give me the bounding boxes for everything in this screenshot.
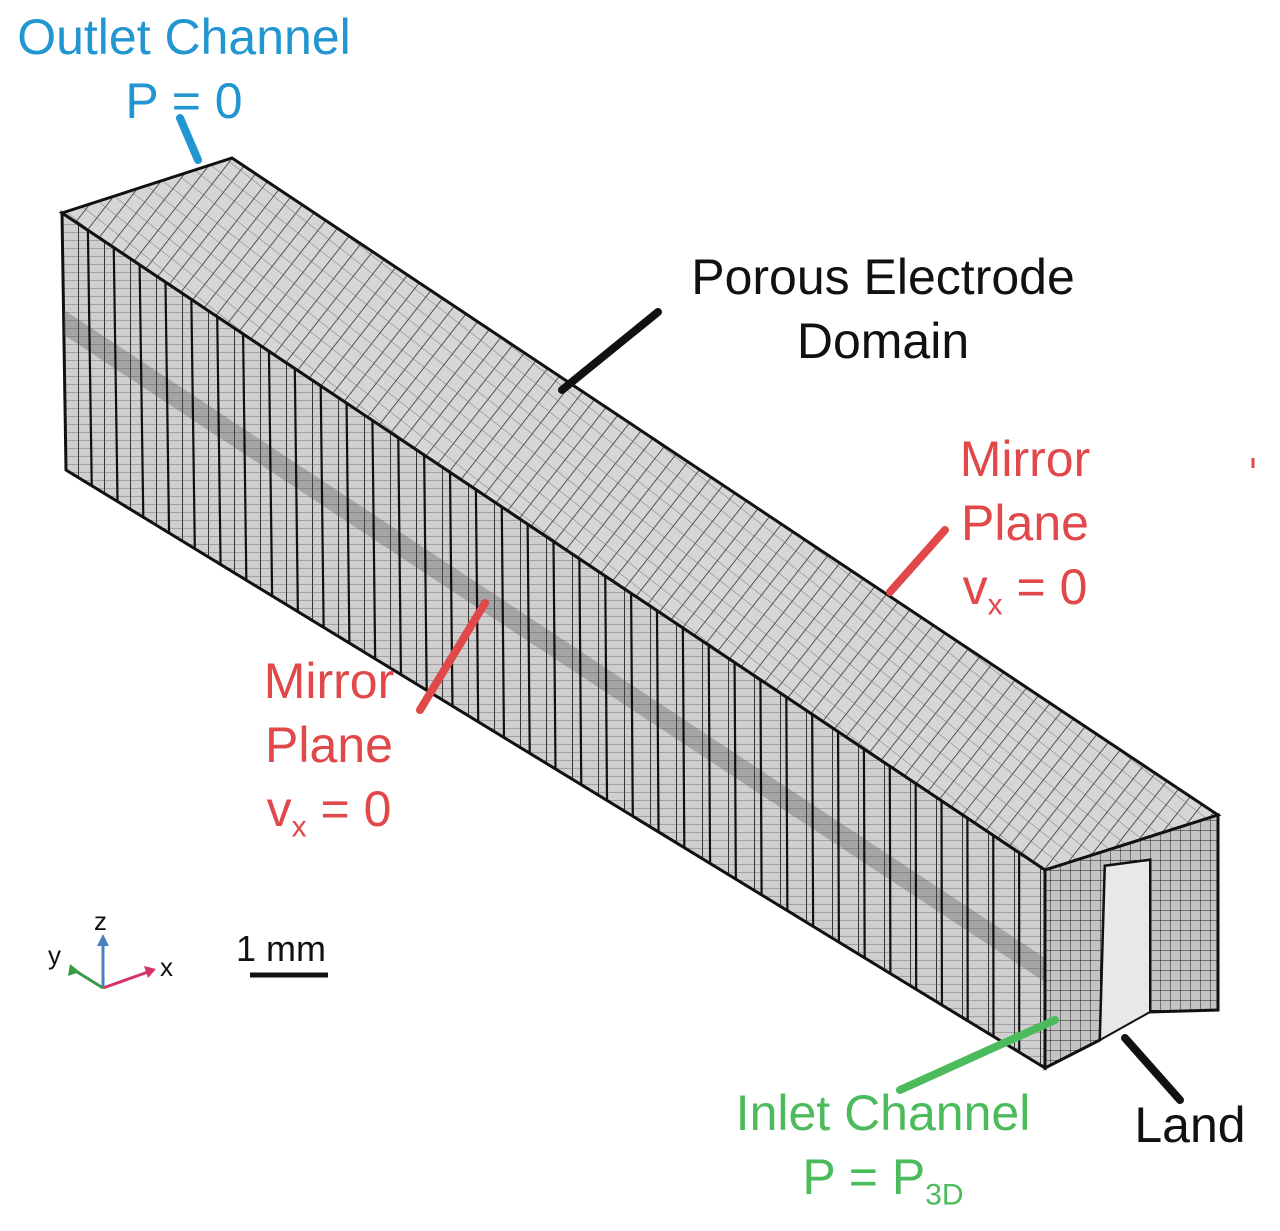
land-leader-line — [1121, 1034, 1184, 1104]
mesh-segment-line — [267, 351, 274, 596]
mesh-segment-line — [862, 748, 866, 958]
mesh-segment-line — [345, 403, 351, 644]
y-axis-arrow — [73, 968, 104, 990]
mesh-segment-line — [604, 576, 609, 801]
outlet-leader-line — [176, 114, 202, 164]
mesh-segment-line — [733, 662, 737, 880]
porous-electrode-mesh — [58, 156, 1222, 1071]
mesh-segment-line — [914, 783, 918, 990]
y-axis-head — [68, 964, 80, 976]
z-axis-head — [97, 934, 109, 946]
porous-label-line1: Porous Electrode — [691, 249, 1075, 305]
mirror-right-v: v — [962, 559, 988, 615]
outlet-label: Outlet Channel P = 0 — [0, 12, 368, 126]
mesh-channel-interior — [1098, 858, 1151, 1042]
mesh-segment-line — [811, 714, 815, 927]
mirror-left-leader-line — [416, 599, 489, 714]
mesh-segment-line — [888, 766, 892, 974]
axis-label-y: y — [48, 940, 61, 970]
mirror-left-line2: Plane — [265, 717, 393, 773]
inlet-label-p: P = P — [802, 1149, 926, 1205]
mesh-segment-line — [500, 506, 506, 738]
mirror-left-sub: x — [291, 810, 307, 844]
mesh-segment-line — [448, 472, 454, 707]
mesh-segment-line — [319, 385, 325, 628]
mesh-segment-line — [759, 679, 763, 895]
mesh-segment-line — [578, 558, 583, 785]
mirror-right-line2: Plane — [961, 495, 1089, 551]
x-axis-arrow — [102, 970, 149, 990]
mesh-segment-line — [216, 316, 222, 565]
mirror-left-v: v — [266, 781, 292, 837]
mirror-right-label: Mirror Plane vx = 0 — [940, 431, 1110, 620]
mesh-segment-line — [112, 247, 119, 502]
outlet-label-line1: Outlet Channel — [17, 9, 351, 65]
x-axis-head — [144, 966, 156, 978]
inlet-label-line1: Inlet Channel — [735, 1085, 1031, 1141]
mesh-segment-line — [836, 731, 840, 943]
mesh-segment-line — [293, 368, 299, 612]
axis-triad — [68, 934, 156, 990]
inlet-label-sub: 3D — [925, 1178, 964, 1212]
axis-label-z: z — [94, 906, 107, 936]
mirror-right-rest: = 0 — [1002, 559, 1088, 615]
axis-label-x: x — [160, 952, 173, 982]
mirror-left-label: Mirror Plane vx = 0 — [244, 653, 414, 842]
mesh-segment-line — [138, 264, 145, 518]
porous-label-line2: Domain — [796, 313, 970, 369]
mesh-segment-line — [655, 610, 660, 832]
mesh-segment-line — [681, 627, 686, 848]
porous-label: Porous Electrode Domain — [660, 252, 1106, 366]
mirror-right-line3: vx = 0 — [940, 559, 1110, 620]
mesh-segment-line — [164, 282, 171, 533]
scale-bar-label: 1 mm — [236, 928, 326, 969]
mesh-segment-line — [397, 437, 403, 675]
mesh-segment-line — [190, 299, 196, 549]
mirror-right-line1: Mirror — [959, 431, 1091, 487]
mirror-left-rest: = 0 — [306, 781, 392, 837]
land-label: Land — [1134, 1097, 1246, 1153]
mesh-segment-line — [86, 230, 93, 486]
mesh-segment-line — [707, 645, 712, 864]
mesh-segment-line — [785, 697, 789, 911]
inlet-leader-line — [896, 1016, 1059, 1094]
mesh-segment-line — [423, 455, 428, 691]
porous-leader-line — [558, 308, 662, 394]
mesh-segment-line — [241, 334, 248, 581]
mirror-left-line1: Mirror — [263, 653, 395, 709]
outlet-label-line2: P = 0 — [125, 73, 243, 129]
mirror-left-line3: vx = 0 — [244, 781, 414, 842]
inlet-label: Inlet Channel P = P3D — [716, 1085, 1050, 1210]
mesh-segment-line — [474, 489, 480, 722]
mesh-segment-line — [371, 420, 377, 659]
inlet-label-line2: P = P3D — [716, 1149, 1050, 1210]
mirror-right-sub: x — [987, 588, 1003, 622]
mesh-segment-line — [526, 524, 531, 754]
mesh-segment-line — [630, 593, 634, 817]
mirror-right-leader-line — [886, 526, 949, 596]
mesh-segment-line — [552, 541, 557, 770]
